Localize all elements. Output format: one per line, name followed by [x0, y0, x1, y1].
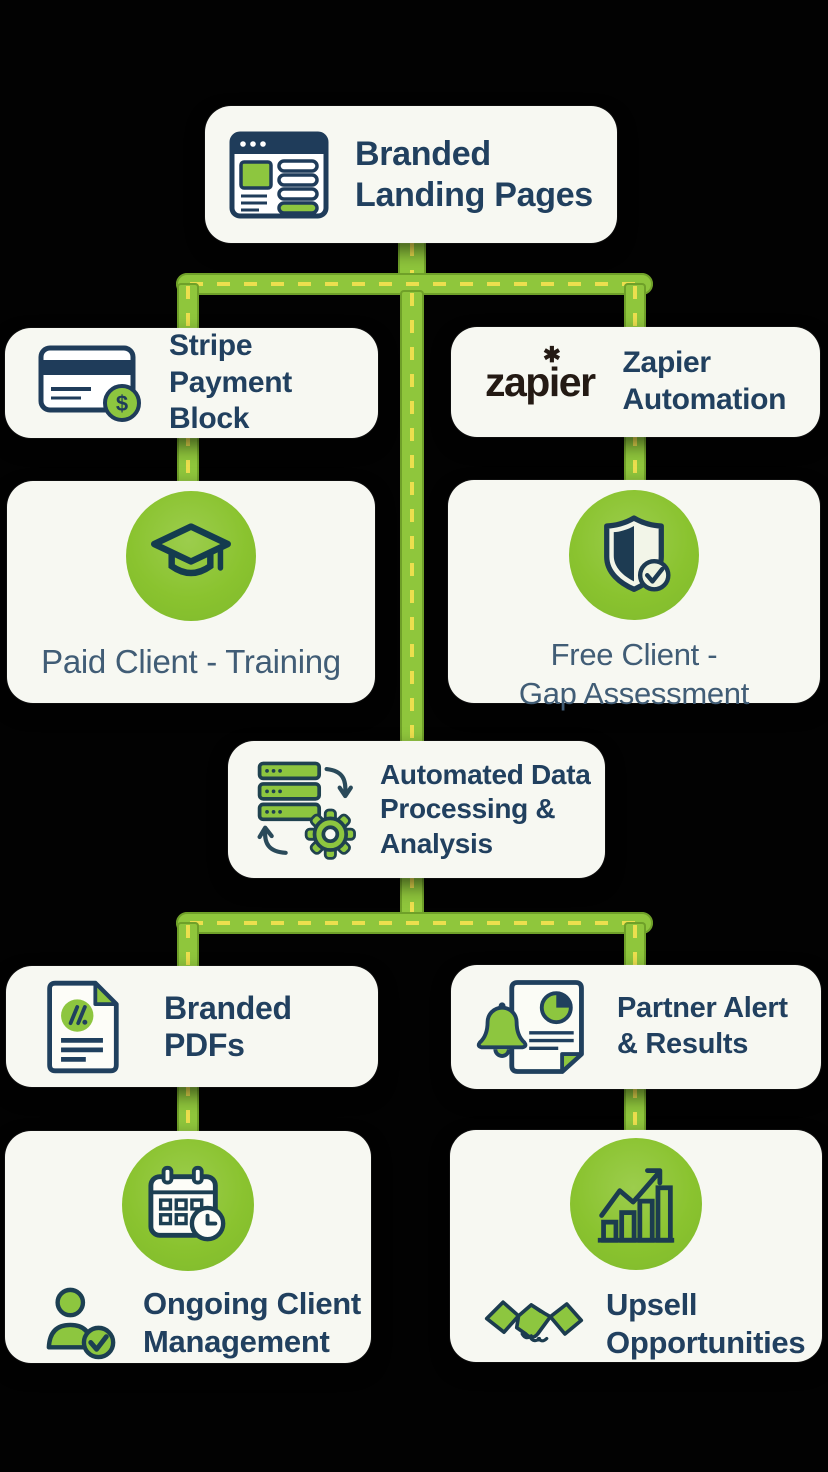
connector-center-trunk [400, 290, 424, 746]
connector-zapier-to-free [624, 430, 646, 488]
handshake-icon [484, 1291, 584, 1357]
node-partner-alert-results: Partner Alert & Results [451, 965, 821, 1089]
node-branded-landing-pages: Branded Landing Pages [205, 106, 617, 243]
person-check-icon [43, 1285, 119, 1361]
branded-document-icon [42, 978, 122, 1076]
node-title: Ongoing Client Management [143, 1286, 361, 1359]
node-zapier-automation: zapi✱er Zapier Automation [451, 327, 820, 437]
node-title: Stripe Payment Block [169, 329, 292, 436]
node-title: Branded Landing Pages [355, 134, 593, 214]
node-title: Automated Data Processing & Analysis [380, 759, 591, 859]
node-title: Upsell Opportunities [606, 1287, 806, 1360]
node-automated-data-processing: Automated Data Processing & Analysis [228, 741, 605, 878]
node-title: Branded PDFs [164, 989, 292, 1063]
browser-window-icon [229, 130, 329, 220]
zapier-logo: zapi✱er [485, 343, 596, 405]
node-ongoing-client-management: Ongoing Client Management [5, 1131, 371, 1363]
connector-top-left-drop [177, 283, 199, 335]
growth-chart-icon [570, 1138, 702, 1270]
svg-text:$: $ [116, 391, 128, 416]
connector-partner-to-upsell [624, 1082, 646, 1138]
graduation-cap-icon [126, 491, 256, 621]
connector-mid-right-drop [624, 922, 646, 974]
zapier-asterisk-icon: ✱ [542, 343, 561, 368]
node-title: Partner Alert & Results [617, 992, 788, 1060]
node-free-client-gap-assessment: Free Client - Gap Assessment [448, 480, 820, 711]
connector-mid-left-drop [177, 922, 199, 974]
connector-top-right-drop [624, 283, 646, 335]
node-title: Free Client - Gap Assessment [518, 637, 750, 711]
connector-pdfs-to-ongoing [177, 1080, 199, 1138]
node-title: Zapier Automation [622, 346, 787, 416]
shield-check-icon [569, 490, 699, 620]
node-paid-client-training: Paid Client - Training [7, 481, 375, 703]
bell-report-icon [475, 976, 595, 1078]
connector-stripe-to-paid [177, 430, 199, 488]
connector-mid-bar [176, 912, 653, 934]
node-stripe-payment-block: $ Stripe Payment Block [5, 328, 378, 438]
credit-card-dollar-icon: $ [37, 340, 147, 426]
node-title: Paid Client - Training [41, 643, 341, 680]
calendar-clock-icon [122, 1139, 254, 1271]
server-gear-sync-icon [254, 757, 362, 863]
connector-top-bar [176, 273, 653, 295]
node-branded-pdfs: Branded PDFs [6, 966, 378, 1087]
node-upsell-opportunities: Upsell Opportunities [450, 1130, 822, 1362]
